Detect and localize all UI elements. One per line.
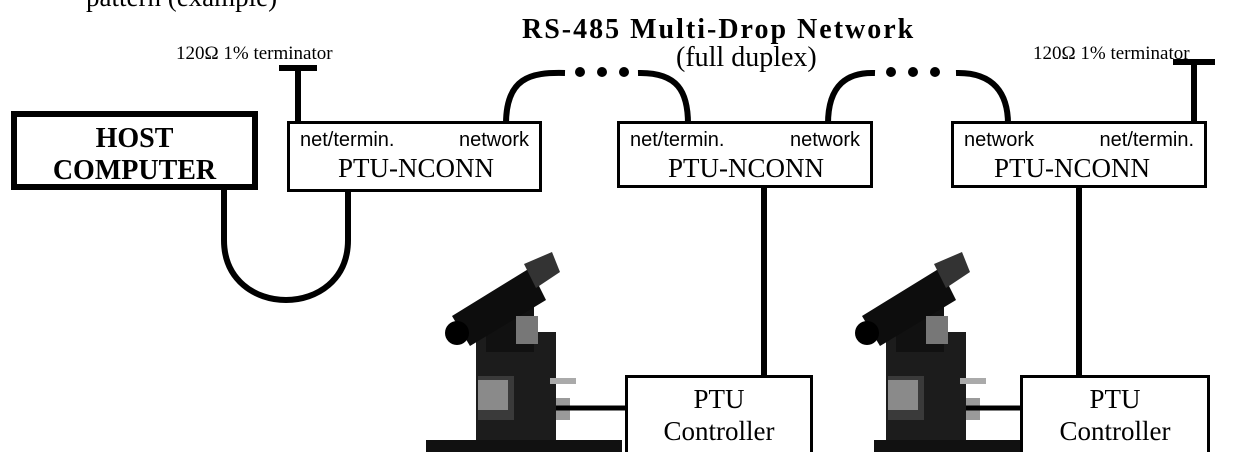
terminator-left-label: 120Ω 1% terminator [176, 43, 333, 64]
network-link-1-dot [597, 67, 607, 77]
pan-tilt-unit-illustration [855, 252, 1028, 452]
controller-label-line2: Controller [663, 416, 775, 446]
nconn-box-2: net/termin. network PTU-NCONN [617, 121, 873, 188]
nconn-port-right: net/termin. [1099, 129, 1194, 151]
terminator-left-symbol [279, 65, 317, 124]
nconn-model-label: PTU-NCONN [338, 153, 495, 183]
diagram-subtitle: (full duplex) [676, 42, 817, 73]
network-link-2-left [825, 69, 876, 125]
nconn-model-label: PTU-NCONN [668, 153, 825, 183]
terminator-right-label: 120Ω 1% terminator [1033, 43, 1190, 64]
nconn-port-right: network [458, 129, 529, 151]
controller-label-line2: Controller [1059, 416, 1171, 446]
nconn-port-left: net/termin. [300, 129, 395, 151]
network-link-2-dot [886, 67, 896, 77]
network-link-1-right [637, 69, 691, 125]
host-label-line1: HOST [95, 123, 174, 154]
nconn-port-left: net/termin. [630, 129, 725, 151]
nconn-model-label: PTU-NCONN [994, 153, 1151, 183]
network-link-2-dot [908, 67, 918, 77]
ptu-controller-box-1: PTU Controller [625, 375, 813, 452]
diagram-title: RS-485 Multi-Drop Network [522, 14, 916, 45]
nconn-port-right: network [789, 129, 860, 151]
network-link-2-right [955, 69, 1011, 125]
network-link-1-dot [575, 67, 585, 77]
host-computer-box: HOST COMPUTER [11, 111, 258, 190]
nconn-box-1: net/termin. network PTU-NCONN [287, 121, 542, 192]
ptu-controller-box-2: PTU Controller [1020, 375, 1210, 452]
network-link-2-dot [930, 67, 940, 77]
network-link-1-left [503, 69, 566, 125]
network-link-1-dot [619, 67, 629, 77]
top-caption: pattern (example) [86, 0, 277, 11]
host-cable [221, 188, 351, 303]
controller-label-line1: PTU [693, 384, 745, 414]
host-label-line2: COMPUTER [52, 155, 217, 186]
controller-label-line1: PTU [1089, 384, 1141, 414]
nconn-port-left: network [964, 129, 1035, 151]
nconn-box-3: network net/termin. PTU-NCONN [951, 121, 1207, 188]
pan-tilt-unit-illustration [426, 252, 628, 452]
terminator-right-symbol [1173, 59, 1215, 124]
